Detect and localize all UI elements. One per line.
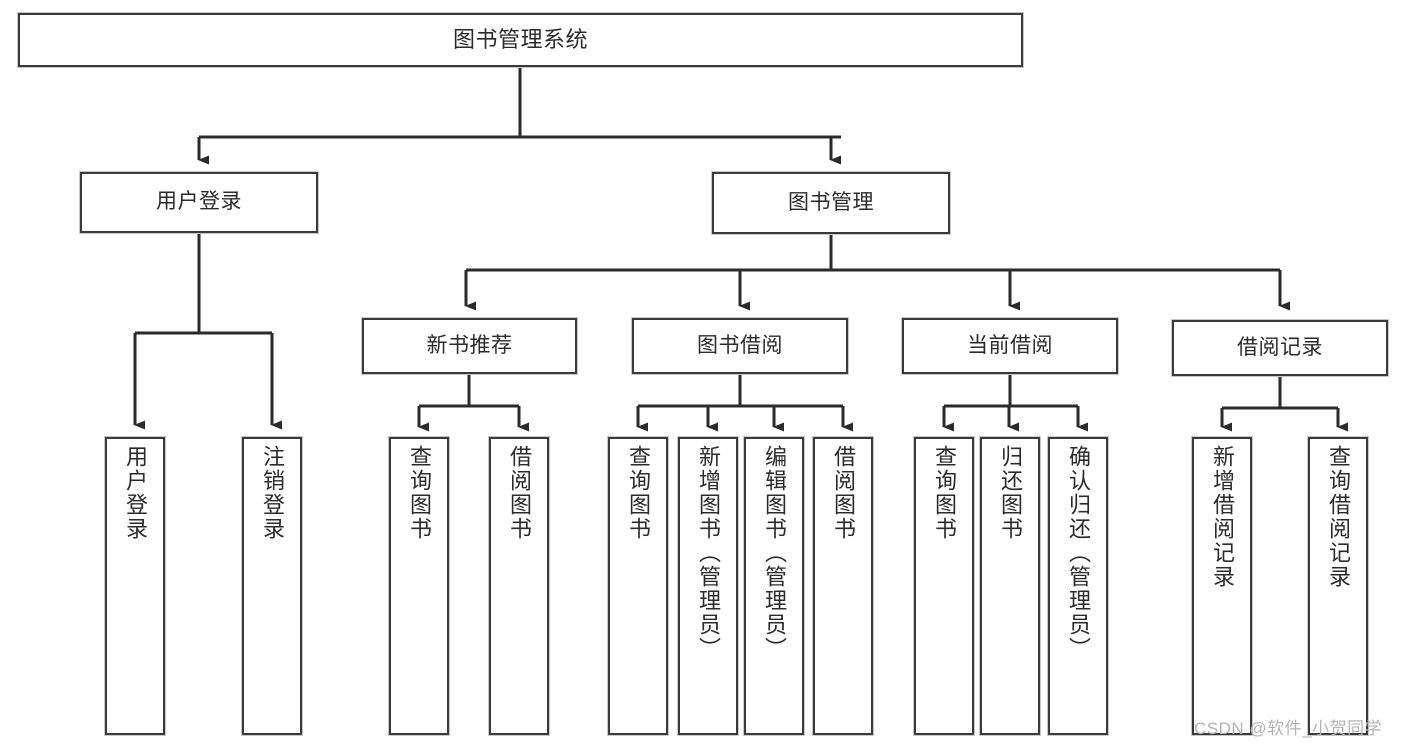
node-book-borrow[interactable]: 图书借阅 — [632, 318, 848, 374]
node-label: 借阅图书 — [507, 445, 532, 541]
node-borrow-record[interactable]: 借阅记录 — [1172, 320, 1388, 376]
node-label: 查询图书 — [932, 445, 957, 541]
leaf-query-borrow-record[interactable]: 查询借阅记录 — [1308, 437, 1368, 735]
node-label: 新增图书（管理员） — [696, 445, 721, 661]
leaf-confirm-return-admin[interactable]: 确认归还（管理员） — [1048, 437, 1108, 735]
leaf-new-book-query[interactable]: 查询图书 — [389, 437, 449, 735]
node-label: 确认归还（管理员） — [1066, 445, 1091, 661]
leaf-current-query-book[interactable]: 查询图书 — [914, 437, 974, 735]
node-label: 图书管理系统 — [452, 27, 588, 53]
node-label: 编辑图书（管理员） — [762, 445, 787, 661]
csdn-watermark: CSDN @软件_小贺同学 — [1194, 719, 1383, 738]
node-label: 查询图书 — [626, 445, 651, 541]
node-book-management[interactable]: 图书管理 — [712, 172, 950, 234]
node-label: 查询借阅记录 — [1326, 445, 1351, 589]
node-label: 借阅图书 — [831, 445, 856, 541]
leaf-logout[interactable]: 注销登录 — [242, 437, 302, 735]
node-label: 用户登录 — [123, 445, 148, 541]
leaf-return-book[interactable]: 归还图书 — [980, 437, 1040, 735]
node-label: 用户登录 — [156, 190, 242, 214]
node-label: 新增借阅记录 — [1210, 445, 1235, 589]
leaf-add-borrow-record[interactable]: 新增借阅记录 — [1192, 437, 1252, 735]
leaf-borrow-book[interactable]: 借阅图书 — [813, 437, 873, 735]
node-label: 图书管理 — [788, 190, 874, 214]
node-root-system[interactable]: 图书管理系统 — [18, 13, 1023, 67]
node-label: 借阅记录 — [1237, 335, 1323, 359]
node-label: 注销登录 — [260, 445, 285, 541]
leaf-borrow-query-book[interactable]: 查询图书 — [608, 437, 668, 735]
leaf-user-login[interactable]: 用户登录 — [105, 437, 165, 735]
node-user-login[interactable]: 用户登录 — [80, 172, 318, 233]
node-label: 当前借阅 — [967, 333, 1053, 357]
node-label: 查询图书 — [407, 445, 432, 541]
node-current-borrow[interactable]: 当前借阅 — [902, 318, 1118, 374]
node-new-book-recommend[interactable]: 新书推荐 — [362, 318, 577, 374]
leaf-new-book-borrow[interactable]: 借阅图书 — [489, 437, 549, 735]
node-label: 图书借阅 — [697, 333, 783, 357]
node-label: 新书推荐 — [426, 333, 513, 357]
leaf-add-book-admin[interactable]: 新增图书（管理员） — [678, 437, 738, 735]
leaf-edit-book-admin[interactable]: 编辑图书（管理员） — [744, 437, 804, 735]
node-label: 归还图书 — [998, 445, 1023, 541]
